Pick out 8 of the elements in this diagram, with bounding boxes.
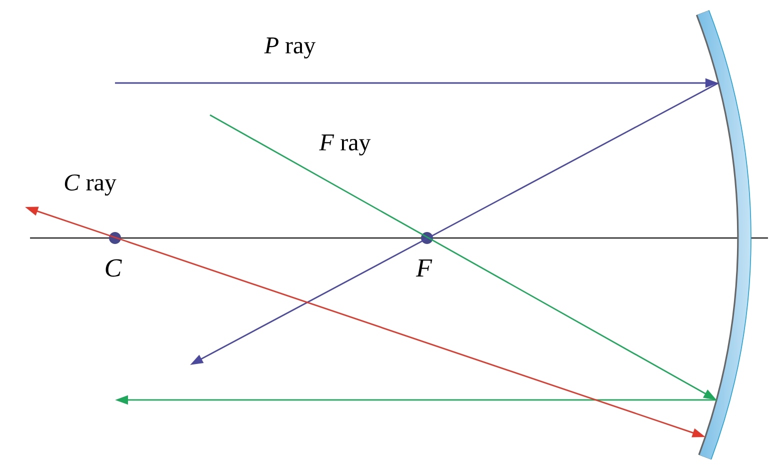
point-label: F — [416, 259, 432, 276]
ray-label: F ray — [319, 134, 371, 156]
ray-label: P ray — [264, 38, 316, 58]
point-dot — [109, 232, 121, 244]
concave-mirror — [696, 10, 752, 460]
ray-label: C ray — [64, 174, 116, 196]
point-label: C — [106, 259, 122, 277]
point-dot — [421, 232, 433, 244]
